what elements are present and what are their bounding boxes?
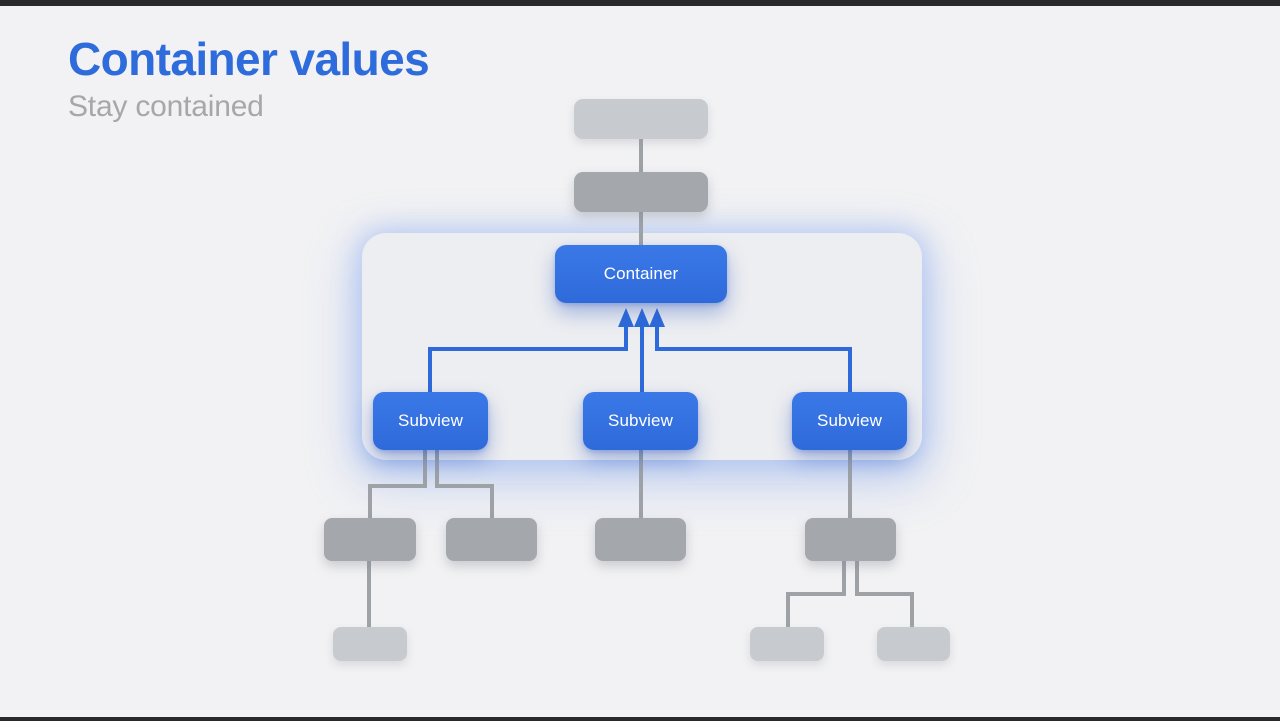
- page-subtitle: Stay contained: [68, 90, 264, 123]
- grandchild-box-right-2: [877, 627, 950, 661]
- connector-blue-left-vertical: [428, 347, 432, 393]
- connector-child3-stem-right: [855, 558, 859, 596]
- descendant-box-3a: [805, 518, 896, 561]
- grandchild-box-left: [333, 627, 407, 661]
- connector-subview2-child: [639, 450, 643, 520]
- container-node-label: Container: [603, 264, 679, 283]
- connector-blue-left-horizontal: [428, 347, 628, 351]
- connector-child3-branch-left-vertical: [786, 592, 790, 628]
- grandchild-box-right-1: [750, 627, 824, 661]
- connector-blue-middle-arrow-stem: [640, 326, 644, 393]
- connector-subview1-branch-right-horizontal: [435, 484, 494, 488]
- top-letterbox-bar: [0, 0, 1280, 6]
- page-title: Container values: [68, 33, 430, 85]
- subview-node-1: Subview: [373, 392, 488, 450]
- connector-subview1-child-stem-right: [435, 450, 439, 488]
- descendant-box-2a: [595, 518, 686, 561]
- connector-subview1-branch-left-vertical: [368, 484, 372, 520]
- ancestor-root-box: [574, 99, 708, 139]
- connector-grandchild-left: [367, 558, 371, 628]
- connector-parent-to-container: [639, 211, 643, 247]
- connector-child3-stem-left: [842, 558, 846, 596]
- connector-root-to-parent: [639, 138, 643, 174]
- descendant-box-1b: [446, 518, 537, 561]
- subview-node-1-label: Subview: [398, 411, 463, 430]
- subview-node-2: Subview: [583, 392, 698, 450]
- ancestor-parent-box: [574, 172, 708, 212]
- up-arrow-right-icon: [649, 308, 665, 327]
- container-node: Container: [555, 245, 727, 303]
- bottom-letterbox-bar: [0, 717, 1280, 721]
- connector-subview1-child-stem-left: [423, 450, 427, 488]
- connector-blue-right-vertical: [848, 347, 852, 393]
- subview-node-3-label: Subview: [817, 411, 882, 430]
- connector-child3-branch-right-vertical: [910, 592, 914, 628]
- up-arrow-middle-icon: [634, 308, 650, 327]
- subview-node-3: Subview: [792, 392, 907, 450]
- connector-child3-branch-right-horizontal: [855, 592, 914, 596]
- connector-blue-left-arrow-stem: [624, 326, 628, 351]
- connector-subview1-branch-left-horizontal: [368, 484, 427, 488]
- connector-blue-right-arrow-stem: [655, 326, 659, 351]
- up-arrow-left-icon: [618, 308, 634, 327]
- descendant-box-1a: [324, 518, 416, 561]
- connector-subview3-child: [848, 450, 852, 520]
- connector-child3-branch-left-horizontal: [786, 592, 846, 596]
- connector-subview1-branch-right-vertical: [490, 484, 494, 520]
- subview-node-2-label: Subview: [608, 411, 673, 430]
- connector-blue-right-horizontal: [655, 347, 852, 351]
